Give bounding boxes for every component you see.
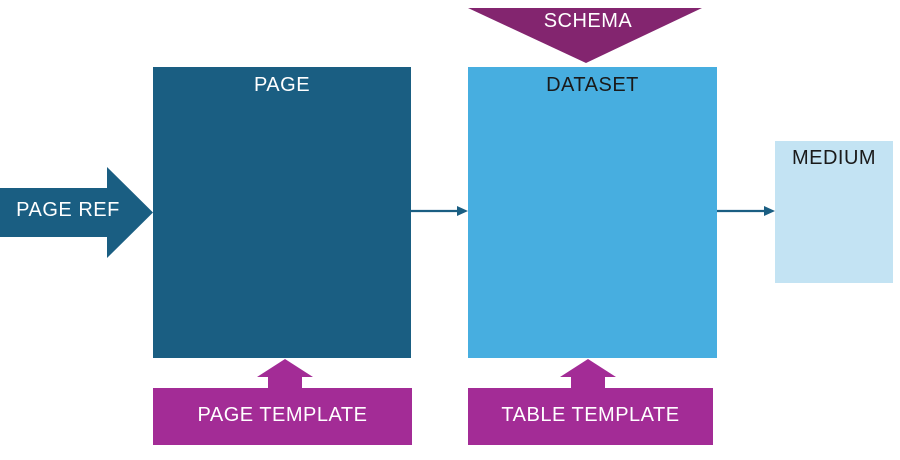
page-node: PAGE (153, 67, 411, 358)
page-ref-arrow-icon (0, 167, 153, 258)
medium-node: MEDIUM (775, 141, 893, 283)
dataset-node: DATASET (468, 67, 717, 358)
arrow-table-template-up-icon (560, 359, 616, 390)
schema-label: SCHEMA (543, 10, 633, 32)
page-label: PAGE (253, 74, 311, 96)
table-template-label: TABLE TEMPLATE (501, 404, 680, 426)
page-template-node: PAGE TEMPLATE (153, 388, 412, 445)
table-template-node: TABLE TEMPLATE (468, 388, 713, 445)
arrow-page-template-up-icon (257, 359, 313, 390)
schema-triangle-down-icon (468, 8, 702, 63)
medium-label: MEDIUM (791, 147, 877, 169)
page-ref-label: PAGE REF (16, 199, 120, 221)
page-template-label: PAGE TEMPLATE (197, 404, 368, 426)
dataset-label: DATASET (546, 74, 639, 96)
arrow-page-to-dataset-icon (411, 206, 468, 216)
arrow-dataset-to-medium-icon (717, 206, 775, 216)
